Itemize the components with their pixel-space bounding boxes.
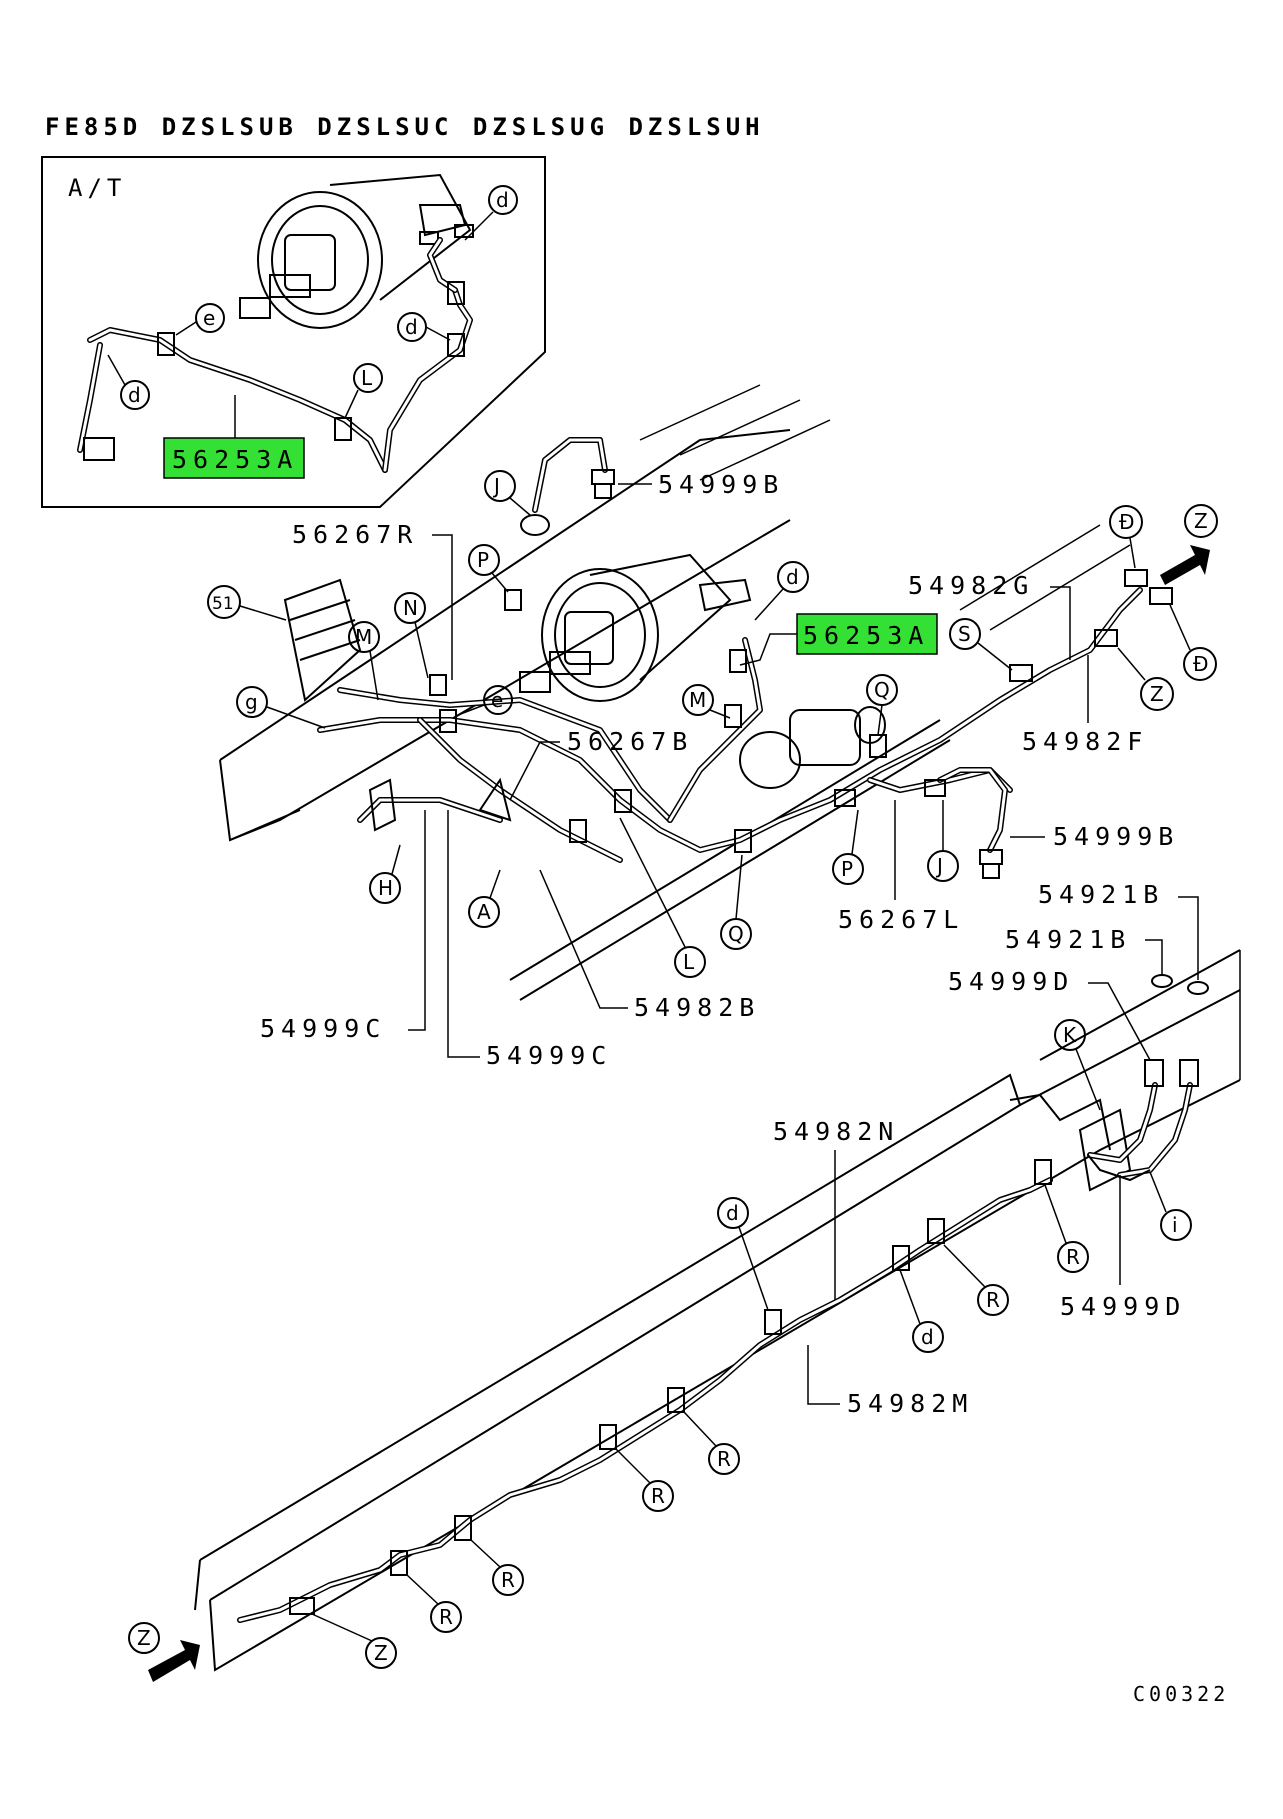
- arrow-to-rear-icon: [1160, 545, 1210, 585]
- callout-N[interactable]: N: [403, 596, 418, 620]
- drawing-number: C00322: [1133, 1682, 1229, 1706]
- callout-d-inset-left: d: [128, 383, 141, 407]
- callout-e-inset: e: [203, 306, 215, 330]
- callout-M-mid[interactable]: M: [689, 688, 706, 712]
- callout-g[interactable]: g: [245, 690, 258, 714]
- callout-bubbles: J P N 51 M g e H A d M S Q Đ Z Đ Z: [128, 470, 1218, 1669]
- callout-P-top[interactable]: P: [477, 548, 489, 572]
- part-54982F[interactable]: 54982F: [1022, 727, 1148, 756]
- callout-Q-top[interactable]: Q: [874, 678, 890, 702]
- arrow-from-front-icon: [148, 1640, 200, 1682]
- callout-Z-top[interactable]: Z: [1194, 509, 1208, 533]
- callout-Z-mid[interactable]: Z: [1150, 682, 1164, 706]
- part-54999D-top[interactable]: 54999D: [948, 967, 1074, 996]
- lower-frame-rail: [148, 949, 1241, 1682]
- callout-D-right[interactable]: Đ: [1193, 652, 1209, 676]
- part-54999C-mid[interactable]: 54999C: [486, 1041, 612, 1070]
- callout-Z-lower[interactable]: Z: [374, 1641, 388, 1665]
- callout-R-3[interactable]: R: [717, 1447, 731, 1471]
- inset-label: A/T: [68, 174, 126, 202]
- part-54982N[interactable]: 54982N: [773, 1117, 899, 1146]
- callout-L-main[interactable]: L: [683, 950, 695, 974]
- callout-51[interactable]: 51: [212, 594, 234, 614]
- part-56253A-main[interactable]: 56253A: [803, 621, 929, 650]
- part-54982B[interactable]: 54982B: [634, 993, 760, 1022]
- callout-i[interactable]: i: [1172, 1213, 1178, 1237]
- callout-d-lower-left[interactable]: d: [726, 1201, 739, 1225]
- part-56253A-inset[interactable]: 56253A: [172, 445, 298, 474]
- callout-d-lower-right[interactable]: d: [921, 1325, 934, 1349]
- callout-Q-bottom[interactable]: Q: [728, 922, 744, 946]
- part-56267B[interactable]: 56267B: [567, 727, 693, 756]
- proportioning-valve: [739, 706, 886, 789]
- main-assembly: [219, 384, 1210, 1001]
- part-54921B-2[interactable]: 54921B: [1005, 925, 1131, 954]
- part-54999B-right[interactable]: 54999B: [1053, 822, 1179, 851]
- part-56253A-main-highlight: [796, 613, 938, 655]
- inset-at-detail: A/T e: [41, 156, 546, 508]
- part-54999C-left[interactable]: 54999C: [260, 1014, 386, 1043]
- part-54999B-top[interactable]: 54999B: [658, 470, 784, 499]
- part-56267L[interactable]: 56267L: [838, 905, 964, 934]
- callout-R-1[interactable]: R: [1066, 1245, 1080, 1269]
- callout-M-left[interactable]: M: [355, 625, 372, 649]
- callout-S[interactable]: S: [958, 622, 971, 646]
- callout-J-top[interactable]: J: [492, 474, 500, 498]
- callout-A[interactable]: A: [477, 900, 491, 924]
- callout-R-5[interactable]: R: [501, 1568, 515, 1592]
- callout-P-right[interactable]: P: [841, 857, 853, 881]
- part-54982M[interactable]: 54982M: [847, 1389, 973, 1418]
- callout-D-top[interactable]: Đ: [1119, 510, 1135, 534]
- part-54982G[interactable]: 54982G: [908, 571, 1034, 600]
- callout-L-inset: L: [361, 366, 373, 390]
- part-54921B-1[interactable]: 54921B: [1038, 880, 1164, 909]
- callout-e-main[interactable]: e: [491, 688, 503, 712]
- callout-R-4[interactable]: R: [651, 1484, 665, 1508]
- callout-d-inset-mid: d: [405, 315, 418, 339]
- main-brake-booster: [519, 553, 752, 702]
- callout-Z-front[interactable]: Z: [137, 1626, 151, 1650]
- inset-brake-booster: [239, 173, 474, 329]
- callout-K[interactable]: K: [1063, 1023, 1077, 1047]
- part-56253A-inset-highlight: [163, 437, 305, 479]
- callout-J-right[interactable]: J: [935, 854, 943, 878]
- part-labels: 56253A 54999B 56267R 54982G 54982F 56267…: [260, 470, 1229, 1706]
- end-fittings: [1124, 569, 1173, 605]
- inset-frame: [41, 156, 546, 508]
- part-54999D-bottom[interactable]: 54999D: [1060, 1292, 1186, 1321]
- callout-R-2[interactable]: R: [986, 1288, 1000, 1312]
- callout-R-6[interactable]: R: [439, 1605, 453, 1629]
- callout-H[interactable]: H: [378, 876, 393, 900]
- callout-d-main-top[interactable]: d: [786, 565, 799, 589]
- part-56267R[interactable]: 56267R: [292, 520, 418, 549]
- callout-d-inset-top: d: [496, 188, 509, 212]
- model-header: FE85D DZSLSUB DZSLSUC DZSLSUG DZSLSUH: [45, 113, 765, 141]
